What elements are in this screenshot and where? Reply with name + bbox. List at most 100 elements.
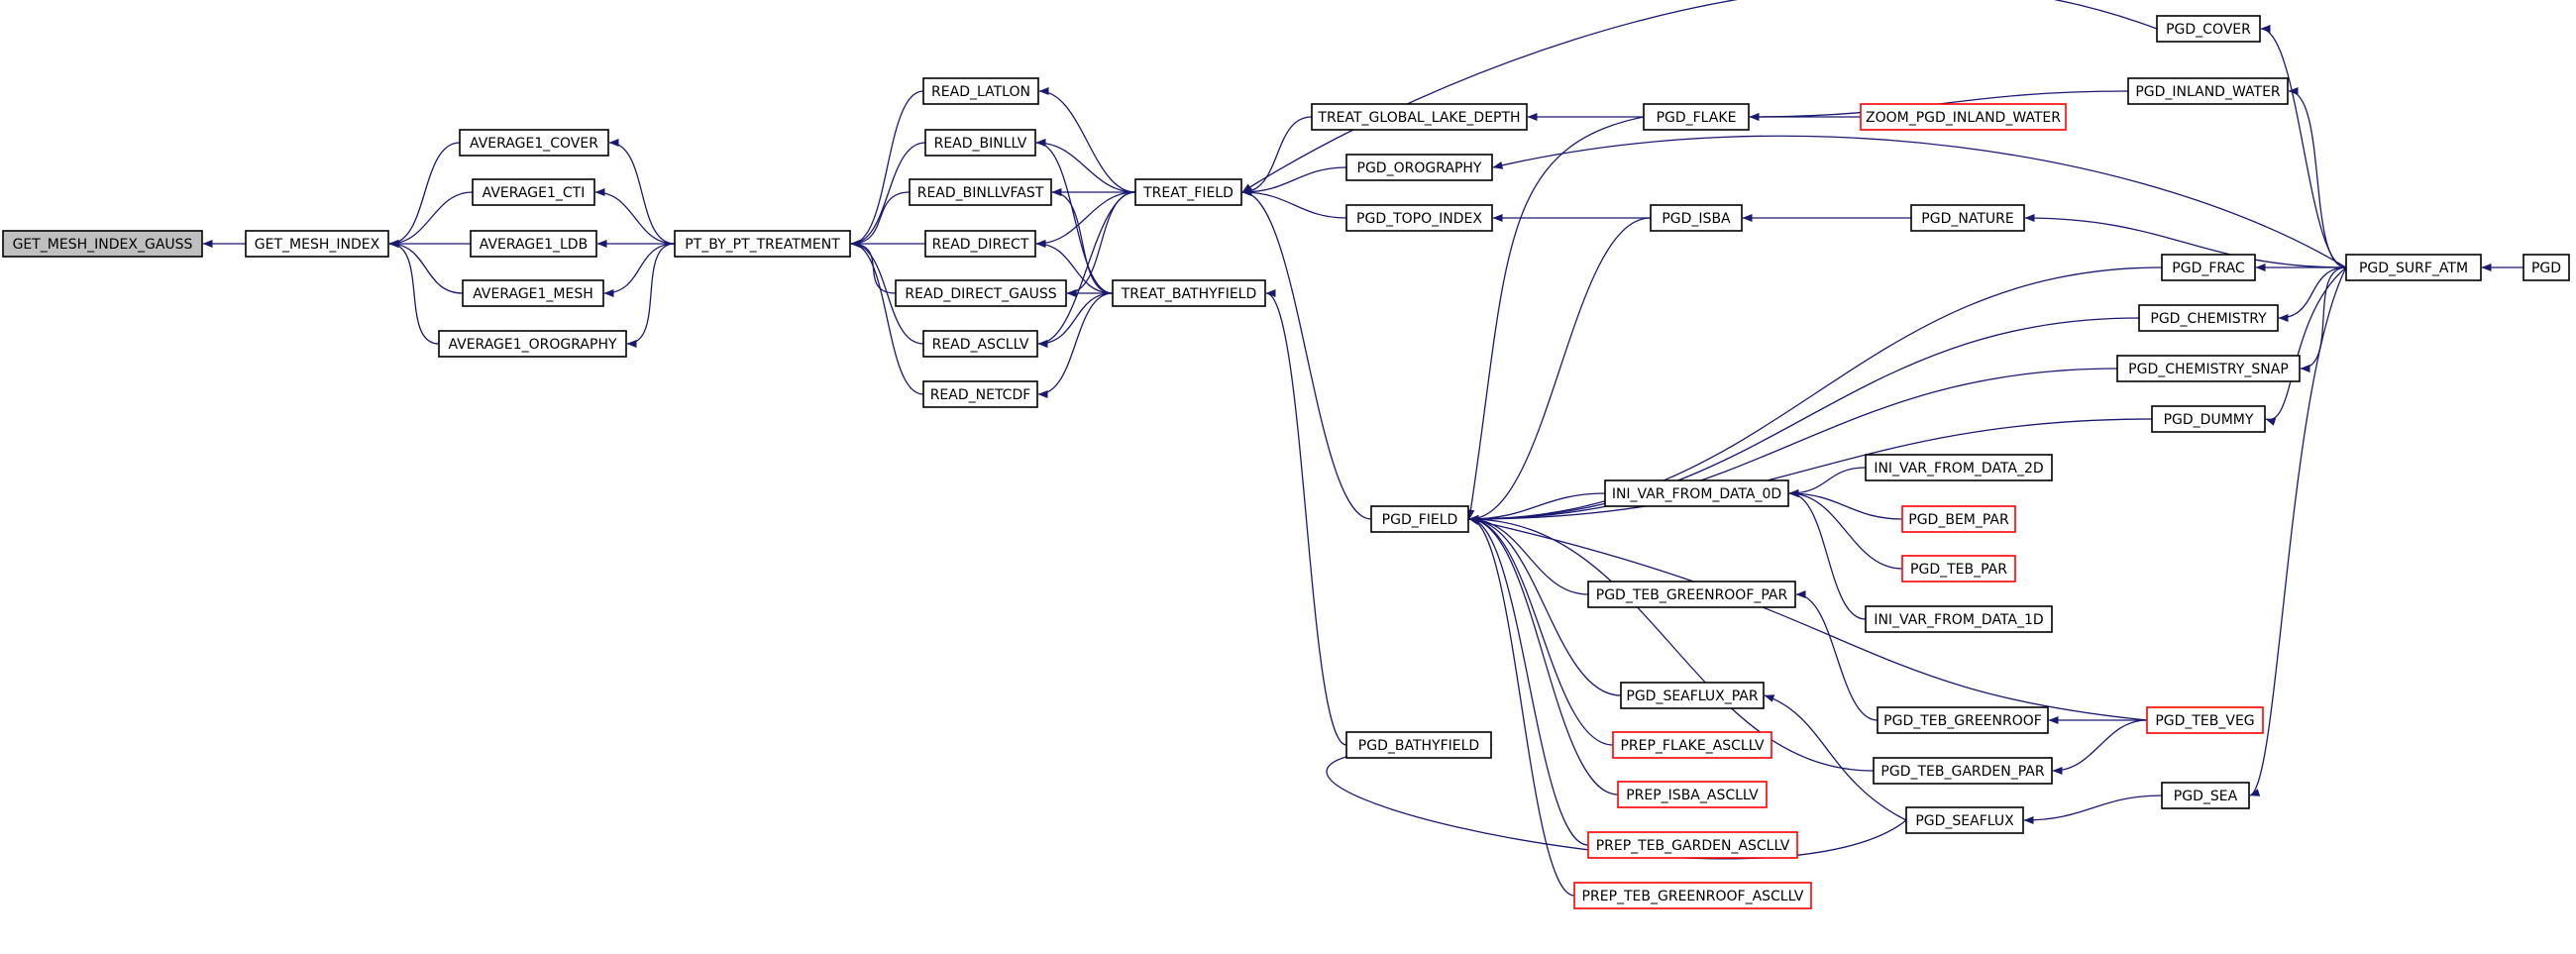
edge-line	[2278, 266, 2347, 322]
node-pgd-chemistry[interactable]: PGD_CHEMISTRY	[2138, 304, 2279, 332]
node-label: READ_BINLLV	[934, 136, 1027, 152]
node-pgd-chemistry-snap[interactable]: PGD_CHEMISTRY_SNAP	[2116, 355, 2301, 382]
node-pgd-inland-water[interactable]: PGD_INLAND_WATER	[2127, 77, 2289, 105]
edge-pgd-surf-atm-to-pgd-sea	[2249, 266, 2347, 796]
node-pgd-nature[interactable]: PGD_NATURE	[1910, 204, 2025, 232]
node-ini-var-from-data-1d[interactable]: INI_VAR_FROM_DATA_1D	[1865, 605, 2053, 633]
node-pgd-topo-index[interactable]: PGD_TOPO_INDEX	[1345, 204, 1493, 232]
node-box	[1620, 682, 1765, 709]
node-pgd-dummy[interactable]: PGD_DUMMY	[2151, 405, 2266, 433]
node-treat-global-lake-depth[interactable]: TREAT_GLOBAL_LAKE_DEPTH	[1311, 103, 1528, 131]
edge-pgd-teb-greenroof-to-pgd-teb-greenroof-par	[1795, 590, 1878, 721]
edge-line	[1066, 191, 1136, 297]
node-box	[2345, 254, 2482, 281]
edge-line	[1035, 139, 1114, 294]
node-average1-ldb[interactable]: AVERAGE1_LDB	[470, 230, 597, 258]
node-box	[1901, 555, 2016, 583]
node-label: INI_VAR_FROM_DATA_1D	[1874, 612, 2043, 628]
node-pgd-bem-par[interactable]: PGD_BEM_PAR	[1901, 505, 2016, 533]
node-pgd-cover[interactable]: PGD_COVER	[2156, 15, 2261, 43]
node-label: GET_MESH_INDEX_GAUSS	[13, 237, 193, 253]
edge-pgd-topo-index-to-treat-field	[1241, 188, 1347, 219]
node-ini-var-from-data-0d[interactable]: INI_VAR_FROM_DATA_0D	[1604, 479, 1789, 507]
node-label: READ_BINLLVFAST	[917, 185, 1044, 201]
edge-pgd-teb-greenroof-par-to-pgd-field	[1468, 515, 1589, 595]
node-pgd-bathyfield[interactable]: PGD_BATHYFIELD	[1345, 731, 1492, 759]
node-label: TREAT_FIELD	[1142, 185, 1234, 201]
node-box	[1134, 178, 1242, 206]
edge-average1-orography-to-get-mesh-index	[388, 240, 440, 345]
edge-prep-flake-ascllv-to-pgd-field	[1468, 515, 1614, 746]
node-box	[922, 330, 1038, 358]
edge-pt-by-pt-treatment-to-average1-cover	[608, 139, 676, 245]
edge-line	[1468, 317, 2140, 523]
node-pgd-isba[interactable]: PGD_ISBA	[1650, 204, 1743, 232]
node-read-netcdf[interactable]: READ_NETCDF	[922, 380, 1038, 408]
edge-treat-field-to-read-latlon	[1038, 87, 1136, 193]
edge-line	[2052, 719, 2148, 775]
node-average1-cti[interactable]: AVERAGE1_CTI	[472, 178, 595, 206]
node-treat-field[interactable]: TREAT_FIELD	[1134, 178, 1242, 206]
node-read-direct-gauss[interactable]: READ_DIRECT_GAUSS	[895, 279, 1067, 307]
node-get-mesh-index[interactable]: GET_MESH_INDEX	[245, 230, 389, 258]
node-treat-bathyfield[interactable]: TREAT_BATHYFIELD	[1112, 279, 1266, 307]
node-pgd-teb-greenroof[interactable]: PGD_TEB_GREENROOF	[1877, 706, 2049, 734]
node-box	[1865, 605, 2053, 633]
node-read-direct[interactable]: READ_DIRECT	[924, 230, 1036, 258]
node-read-binllv[interactable]: READ_BINLLV	[924, 129, 1036, 157]
node-label: PGD_COVER	[2166, 22, 2251, 38]
node-box	[2156, 15, 2261, 43]
node-prep-teb-garden-ascllv[interactable]: PREP_TEB_GARDEN_ASCLLV	[1587, 831, 1798, 859]
node-box	[1370, 505, 1469, 533]
edge-treat-global-lake-depth-to-treat-field	[1241, 116, 1313, 196]
node-label: PGD_BATHYFIELD	[1358, 738, 1479, 754]
node-pgd-teb-par[interactable]: PGD_TEB_PAR	[1901, 555, 2016, 583]
edge-ini-var-from-data-1d-to-ini-var-from-data-0d	[1788, 489, 1867, 620]
node-pgd-field[interactable]: PGD_FIELD	[1370, 505, 1469, 533]
node-prep-flake-ascllv[interactable]: PREP_FLAKE_ASCLLV	[1612, 731, 1772, 759]
node-zoom-pgd-inland-water[interactable]: ZOOM_PGD_INLAND_WATER	[1860, 103, 2067, 131]
edge-prep-isba-ascllv-to-pgd-field	[1468, 515, 1619, 795]
edge-ini-var-from-data-0d-to-pgd-field	[1468, 492, 1606, 523]
node-label: INI_VAR_FROM_DATA_0D	[1612, 486, 1781, 502]
node-label: READ_DIRECT	[932, 237, 1029, 253]
node-pgd-teb-greenroof-par[interactable]: PGD_TEB_GREENROOF_PAR	[1587, 581, 1796, 608]
node-box	[1901, 505, 2016, 533]
node-prep-isba-ascllv[interactable]: PREP_ISBA_ASCLLV	[1617, 781, 1768, 808]
node-pgd-frac[interactable]: PGD_FRAC	[2161, 254, 2256, 281]
node-pgd-surf-atm[interactable]: PGD_SURF_ATM	[2345, 254, 2482, 281]
edge-layer	[202, 0, 2523, 897]
node-pt-by-pt-treatment[interactable]: PT_BY_PT_TREATMENT	[674, 230, 851, 258]
node-average1-mesh[interactable]: AVERAGE1_MESH	[462, 279, 604, 307]
node-pgd-teb-veg[interactable]: PGD_TEB_VEG	[2146, 706, 2264, 734]
edge-line	[1468, 515, 1619, 795]
node-label: PGD_SURF_ATM	[2359, 261, 2468, 276]
node-average1-orography[interactable]: AVERAGE1_OROGRAPHY	[438, 330, 627, 358]
node-label: GET_MESH_INDEX	[255, 237, 380, 253]
node-label: AVERAGE1_COVER	[470, 136, 598, 152]
node-pgd-seaflux[interactable]: PGD_SEAFLUX	[1905, 806, 2024, 834]
node-label: PREP_TEB_GREENROOF_ASCLLV	[1582, 889, 1804, 904]
node-label: PGD_SEAFLUX_PAR	[1626, 689, 1758, 704]
edge-prep-teb-greenroof-ascllv-to-pgd-field	[1468, 515, 1575, 897]
edge-prep-teb-garden-ascllv-to-pgd-field	[1468, 515, 1589, 846]
node-pgd[interactable]: PGD	[2522, 254, 2570, 281]
edge-line	[850, 90, 924, 248]
edge-line	[603, 243, 676, 297]
node-pgd-teb-garden-par[interactable]: PGD_TEB_GARDEN_PAR	[1873, 757, 2053, 785]
node-box	[2, 230, 203, 258]
node-pgd-seaflux-par[interactable]: PGD_SEAFLUX_PAR	[1620, 682, 1765, 709]
node-box	[1865, 454, 2053, 481]
node-box	[462, 279, 604, 307]
edge-line	[850, 240, 924, 395]
node-read-ascllv[interactable]: READ_ASCLLV	[922, 330, 1038, 358]
node-prep-teb-greenroof-ascllv[interactable]: PREP_TEB_GREENROOF_ASCLLV	[1573, 882, 1812, 909]
node-label: TREAT_GLOBAL_LAKE_DEPTH	[1317, 110, 1520, 126]
node-pgd-sea[interactable]: PGD_SEA	[2161, 782, 2250, 809]
node-ini-var-from-data-2d[interactable]: INI_VAR_FROM_DATA_2D	[1865, 454, 2053, 481]
node-read-binllvfast[interactable]: READ_BINLLVFAST	[909, 178, 1052, 206]
node-pgd-flake[interactable]: PGD_FLAKE	[1643, 103, 1750, 131]
node-read-latlon[interactable]: READ_LATLON	[922, 77, 1039, 105]
node-pgd-orography[interactable]: PGD_OROGRAPHY	[1345, 154, 1493, 181]
node-average1-cover[interactable]: AVERAGE1_COVER	[459, 129, 609, 157]
